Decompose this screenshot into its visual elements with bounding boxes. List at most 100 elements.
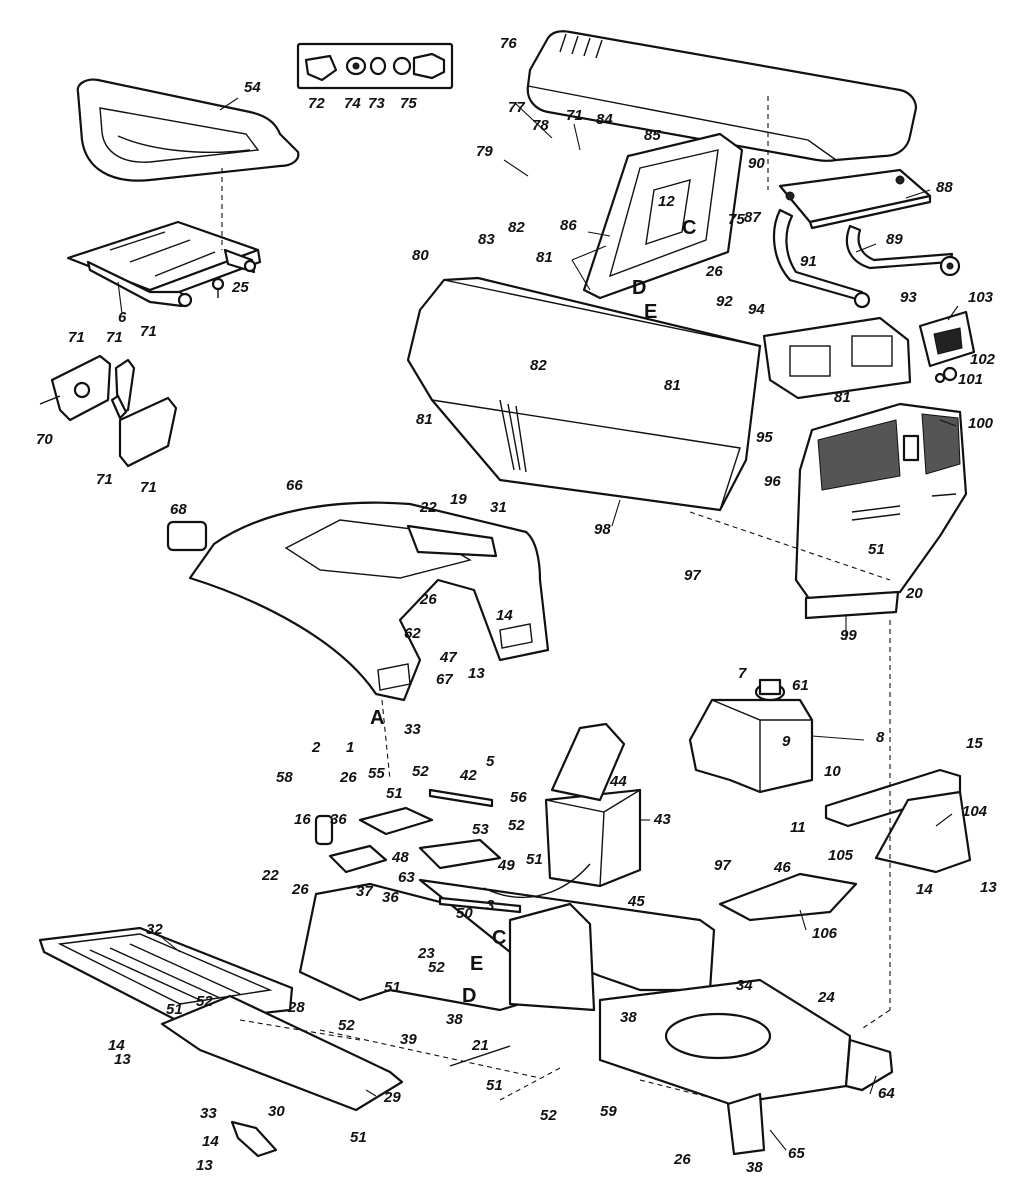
ignition-switch-kit [296,42,454,90]
headlight-housing-92 [762,316,912,400]
letter-e-lower: E [470,953,483,975]
label-88: 88 [936,179,953,196]
label-2: 2 [311,739,321,756]
fender-part [188,501,550,702]
label-79: 79 [476,143,493,160]
label-24: 24 [817,989,835,1006]
label-52b: 52 [508,817,525,834]
label-55: 55 [368,765,385,782]
label-65: 65 [788,1145,805,1162]
label-62: 62 [404,625,421,642]
label-77: 77 [508,99,525,116]
label-14b: 14 [916,881,933,898]
label-36b: 36 [382,889,399,906]
label-52f: 52 [540,1107,557,1124]
label-38: 38 [446,1011,463,1028]
label-51: 51 [868,541,885,558]
label-93: 93 [900,289,917,306]
label-87: 87 [744,209,761,226]
front-cowl-part [406,276,762,512]
pedal-plate-part [160,994,404,1158]
label-58: 58 [276,769,293,786]
label-51g: 51 [350,1129,367,1146]
label-97: 97 [684,567,701,584]
label-3: 3 [486,897,495,914]
label-59: 59 [600,1103,617,1120]
label-37: 37 [356,883,373,900]
label-31: 31 [490,499,507,516]
label-34: 34 [736,977,753,994]
letter-c-lower: C [492,927,506,949]
label-43: 43 [653,811,671,828]
label-92: 92 [716,293,733,310]
label-104: 104 [962,803,988,820]
label-84: 84 [596,111,613,128]
front-grille-part [794,402,968,620]
label-51d: 51 [384,979,401,996]
label-33: 33 [404,721,421,738]
label-51e: 51 [166,1001,183,1018]
label-74: 74 [344,95,361,112]
label-99: 99 [840,627,857,644]
seat-plate-part [66,220,262,308]
label-25: 25 [231,279,249,296]
label-82b: 82 [530,357,547,374]
label-75: 75 [728,211,745,228]
label-94: 94 [748,301,765,318]
label-67: 67 [436,671,453,688]
label-5: 5 [486,753,495,770]
bulb-101-102 [934,366,958,384]
dash-panel-part [582,132,744,300]
part-number-labels: 76 77 71 84 78 85 79 12 90 88 87 89 86 7… [36,35,997,1176]
label-13b: 13 [980,879,997,896]
label-89: 89 [886,231,903,248]
label-63: 63 [398,869,415,886]
label-70: 70 [36,431,53,448]
label-82: 82 [508,219,525,236]
reflector-68 [166,520,208,552]
label-83: 83 [478,231,495,248]
lever-assembly-part [39,354,178,468]
label-26e: 26 [673,1151,691,1168]
letter-d-lower: D [462,985,476,1007]
label-53: 53 [472,821,489,838]
label-56: 56 [510,789,527,806]
label-26: 26 [705,263,723,280]
label-106: 106 [812,925,838,942]
label-71e: 71 [96,471,113,488]
letter-c-upper: C [682,217,696,239]
label-71f: 71 [140,479,157,496]
label-78: 78 [532,117,549,134]
label-45: 45 [627,893,645,910]
label-102: 102 [970,351,996,368]
letter-d-upper: D [632,277,646,299]
label-9: 9 [782,733,791,750]
label-13: 13 [468,665,485,682]
label-23: 23 [417,945,435,962]
connection-letters: C D E A C E D [370,217,696,1007]
label-8: 8 [876,729,885,746]
bolt-25 [211,277,225,298]
label-28: 28 [287,999,305,1016]
letter-e-upper: E [644,301,657,323]
label-22: 22 [419,499,437,516]
label-85: 85 [644,127,661,144]
label-71d: 71 [140,323,157,340]
label-51f: 51 [486,1077,503,1094]
label-14d: 14 [202,1133,219,1150]
mid-linkage-parts [314,788,858,1067]
label-81b: 81 [664,377,681,394]
label-39: 39 [400,1031,417,1048]
label-54: 54 [244,79,261,96]
label-98: 98 [594,521,611,538]
label-38c: 38 [746,1159,763,1176]
label-15: 15 [966,735,983,752]
label-44: 44 [609,773,627,790]
label-52: 52 [412,763,429,780]
label-81c: 81 [416,411,433,428]
label-11: 11 [790,819,806,836]
label-80: 80 [412,247,429,264]
fuel-tank-part [688,678,814,794]
label-50: 50 [456,905,473,922]
